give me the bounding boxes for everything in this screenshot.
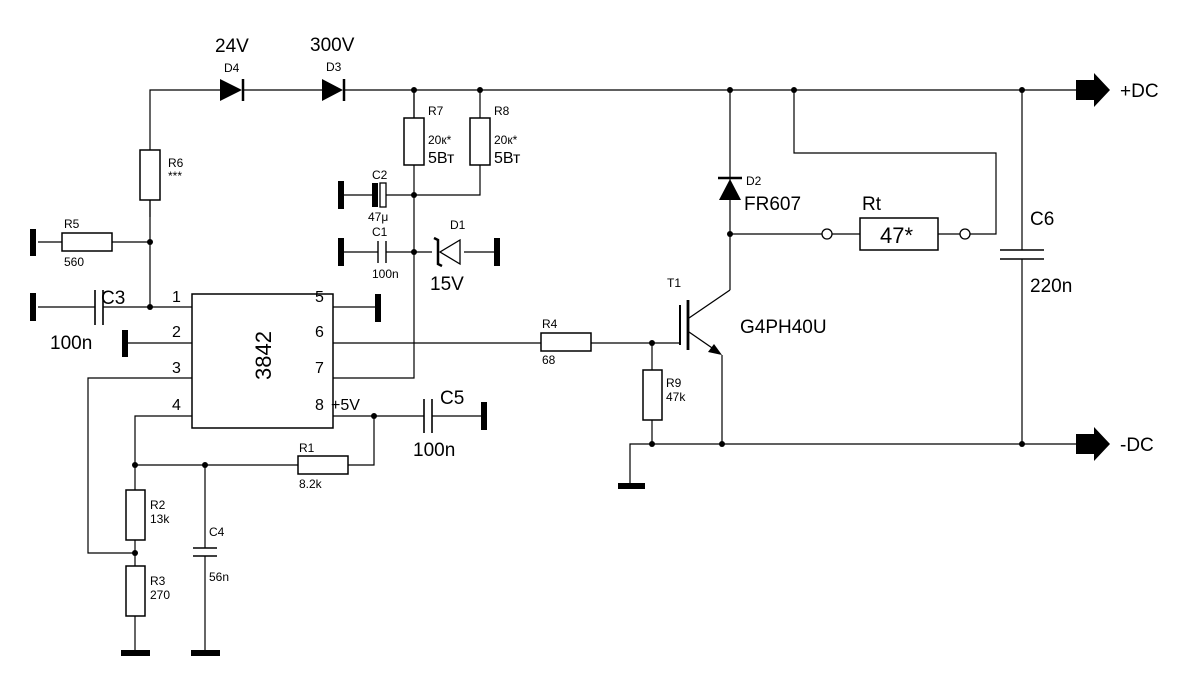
thermistor-rt (859, 217, 939, 251)
diode-d4 (220, 79, 245, 101)
ref-d4: D4 (224, 61, 240, 75)
neg-dc-arrow-icon (1076, 427, 1110, 461)
ref-r9: R9 (666, 376, 682, 390)
zener-d1 (433, 236, 461, 268)
junctions (132, 87, 1025, 556)
value-c6: 220n (1030, 276, 1072, 297)
ref-t1: T1 (667, 276, 681, 290)
ground-bars (30, 181, 645, 656)
value-c3: 100n (50, 333, 92, 354)
pin-5: 5 (315, 289, 324, 306)
label-24v: 24V (215, 36, 249, 57)
value-r1: 8.2k (299, 477, 323, 491)
ref-c5: C5 (440, 388, 464, 409)
igbt-t1 (679, 289, 731, 444)
ref-r1: R1 (299, 441, 315, 455)
resistor-r7 (403, 117, 425, 166)
pin-3: 3 (172, 360, 181, 377)
ic-3842-body (191, 293, 334, 429)
value-r6: *** (168, 169, 182, 183)
ref-r8: R8 (494, 104, 510, 118)
pin-2: 2 (172, 324, 181, 341)
pin-7: 7 (315, 360, 324, 377)
pin-1: 1 (172, 289, 181, 306)
resistors (61, 117, 971, 617)
resistor-r3 (125, 565, 146, 617)
value-d2: FR607 (744, 194, 801, 215)
label-5v: +5V (331, 397, 360, 414)
ref-c4: C4 (209, 525, 225, 539)
capacitor-c2 (372, 183, 378, 207)
resistor-r1 (297, 455, 349, 475)
resistor-r8 (469, 117, 491, 166)
diode-d2 (718, 176, 742, 200)
ref-c6: C6 (1030, 209, 1054, 230)
value-r9: 47k (666, 390, 686, 404)
pin-4: 4 (172, 397, 181, 414)
value-c1: 100n (372, 267, 399, 281)
value-t1: G4PH40U (740, 317, 827, 338)
power-r8: 5Вт (494, 150, 521, 167)
ref-c1: C1 (372, 225, 388, 239)
value-r5: 560 (64, 255, 84, 269)
ref-rt: Rt (862, 194, 882, 215)
wires (38, 89, 1080, 650)
power-r7: 5Вт (428, 150, 455, 167)
value-c5: 100n (413, 440, 455, 461)
pos-dc-arrow-icon (1076, 73, 1110, 107)
ref-c2: C2 (372, 168, 388, 182)
label-neg-dc: -DC (1120, 435, 1154, 456)
ref-c3: C3 (101, 288, 125, 309)
resistor-r9 (642, 369, 663, 421)
value-r2: 13k (150, 512, 170, 526)
ref-d1: D1 (450, 218, 466, 232)
diode-d3 (322, 79, 346, 101)
value-rt: 47* (880, 223, 913, 248)
label-15v: 15V (430, 274, 464, 295)
value-c2: 47μ (368, 210, 388, 224)
ref-r4: R4 (542, 317, 558, 331)
ref-d2: D2 (746, 174, 762, 188)
labels: 24V 300V D4 D3 +DC -DC R7 20к* 5Вт R8 20… (50, 35, 1159, 602)
resistor-r4 (540, 332, 592, 352)
value-r7: 20к* (428, 133, 452, 147)
value-r3: 270 (150, 588, 170, 602)
ic-3842-label: 3842 (251, 331, 276, 380)
pin-8: 8 (315, 397, 324, 414)
resistor-r5 (61, 232, 113, 252)
terminal-rt-left (821, 228, 833, 240)
ref-d3: D3 (326, 60, 342, 74)
resistor-r6 (139, 149, 161, 201)
value-r8: 20к* (494, 133, 518, 147)
capacitors (94, 182, 1044, 557)
terminal-rt-right (959, 228, 971, 240)
ref-r7: R7 (428, 104, 444, 118)
ref-r2: R2 (150, 498, 166, 512)
label-300v: 300V (310, 35, 355, 56)
pin-6: 6 (315, 324, 324, 341)
ref-r6: R6 (168, 156, 184, 170)
ref-r5: R5 (64, 217, 80, 231)
label-pos-dc: +DC (1120, 81, 1159, 102)
ref-r3: R3 (150, 574, 166, 588)
value-r4: 68 (542, 353, 556, 367)
value-c4: 56n (209, 570, 229, 584)
resistor-r2 (125, 489, 146, 541)
